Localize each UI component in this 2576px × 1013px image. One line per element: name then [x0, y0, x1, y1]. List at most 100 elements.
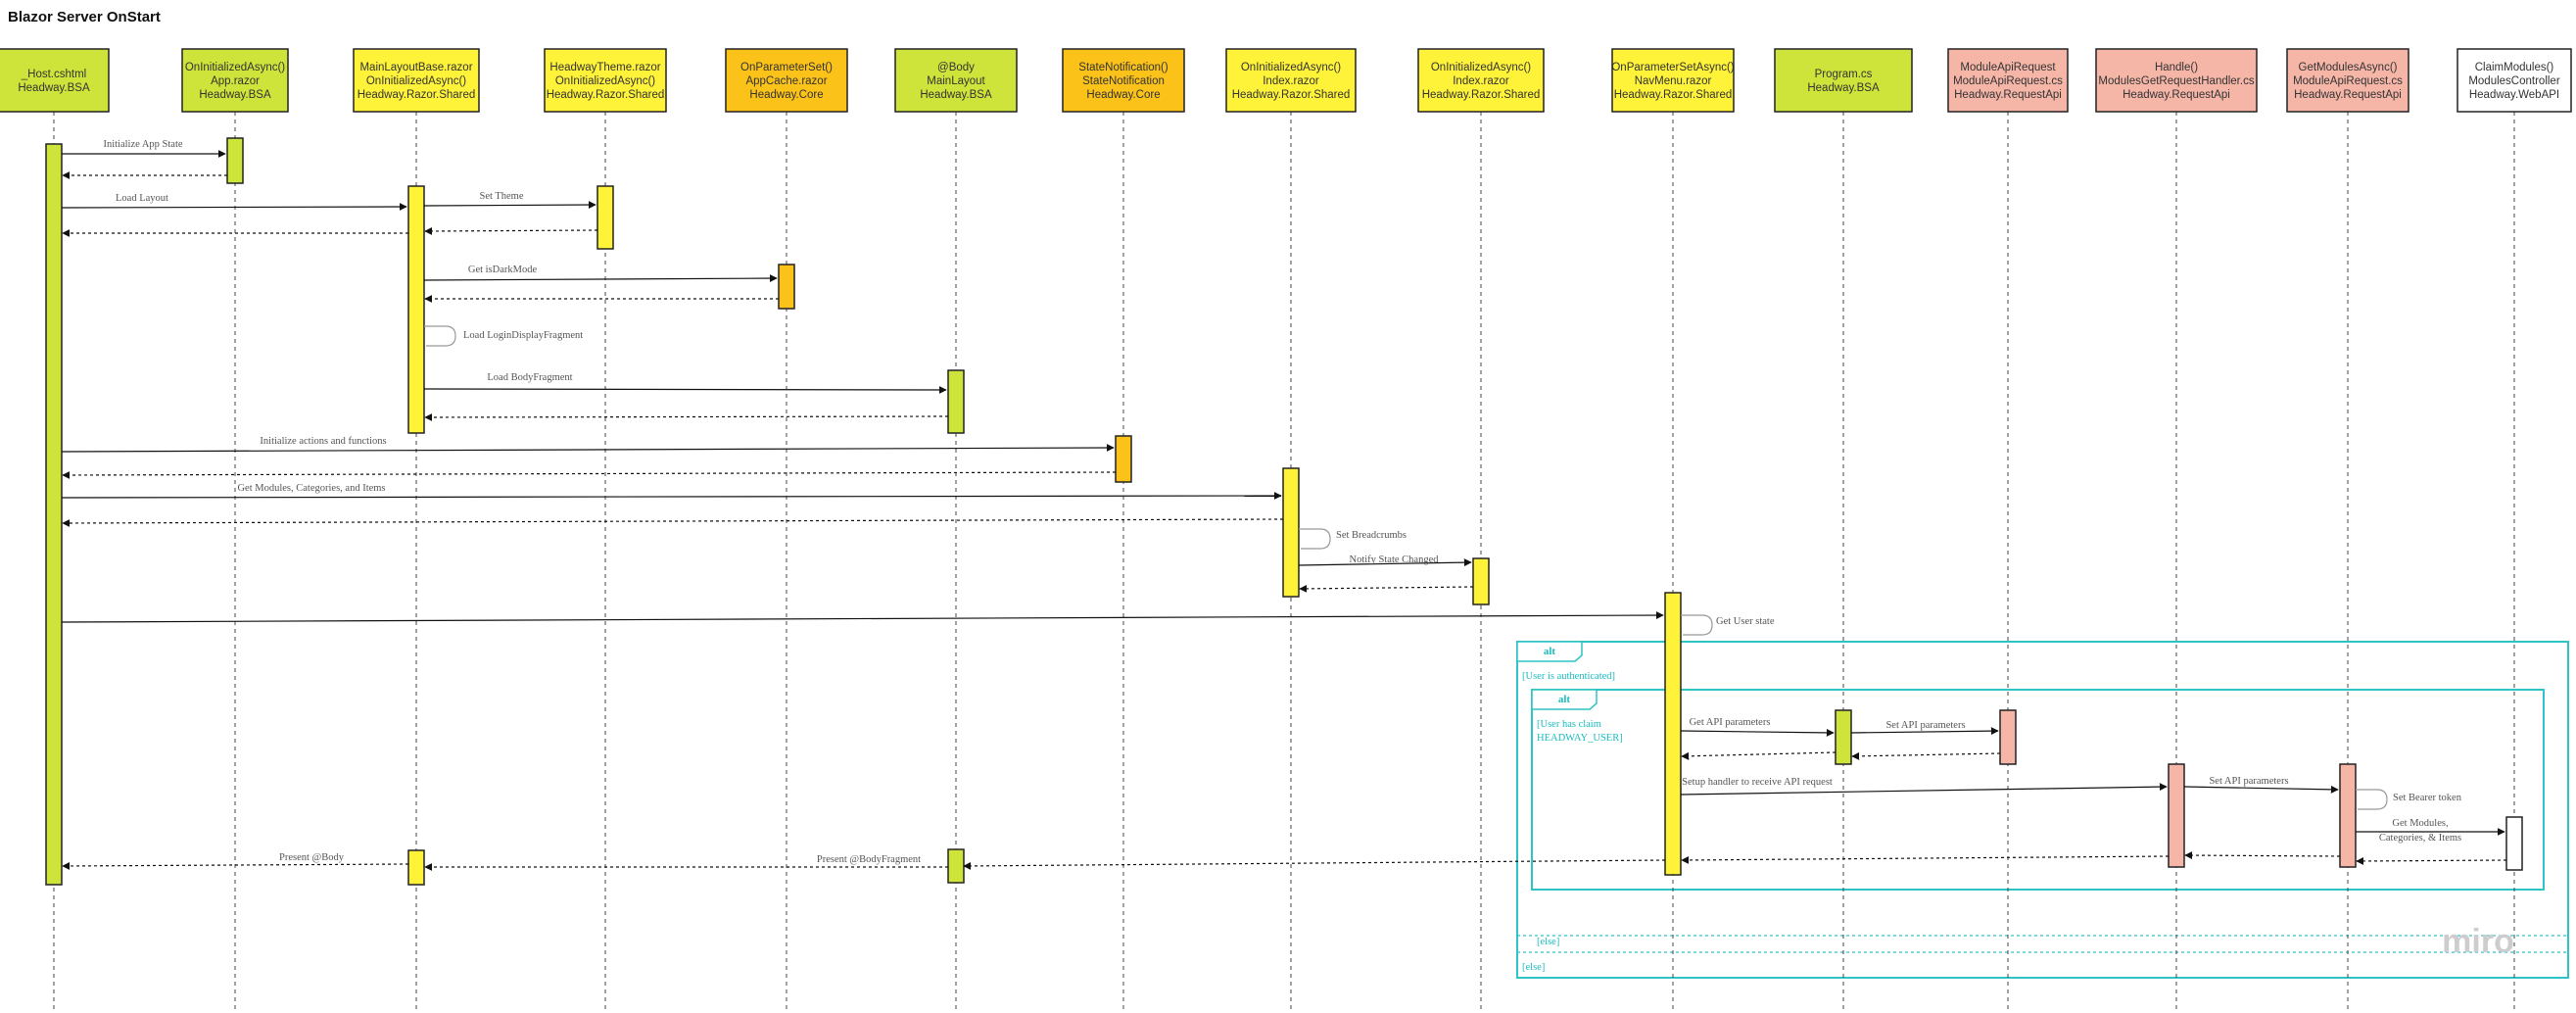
- activation-claim: [2505, 816, 2523, 871]
- participant-box-modreq: [1947, 48, 2069, 113]
- activation-host: [45, 143, 63, 886]
- participant-box-index2: [1417, 48, 1545, 113]
- participant-label-state-2: Headway.Core: [1086, 89, 1160, 101]
- return-arrow-9: [1299, 584, 1474, 593]
- message-label-2: Set Theme: [479, 191, 523, 202]
- activation-modreq: [1999, 709, 2017, 765]
- message-label-12: Set API parameters: [1885, 720, 1965, 731]
- return-arrow-7: [62, 518, 1284, 527]
- participant-box-claim: [2457, 48, 2572, 113]
- participant-box-theme: [544, 48, 667, 113]
- participant-box-handle: [2095, 48, 2258, 113]
- message-label-1: Load Layout: [116, 193, 168, 204]
- message-label-17: Present @Body: [279, 852, 345, 863]
- self-loop-8: [1299, 528, 1331, 550]
- participant-box-state: [1062, 48, 1185, 113]
- alt-operator-outer: alt: [1544, 646, 1556, 657]
- participant-box-cache: [725, 48, 848, 113]
- participant-label-theme-0: HeadwayTheme.razor: [549, 62, 660, 73]
- participant-label-claim-1: ModulesController: [2468, 75, 2559, 87]
- alt-frame-outer: [1516, 641, 2569, 979]
- participant-label-index2-0: OnInitializedAsync(): [1431, 62, 1531, 73]
- participant-label-app-2: Headway.BSA: [199, 89, 271, 101]
- alt-operator-box-outer: [1516, 641, 1583, 662]
- return-arrow-13: [1681, 855, 2170, 864]
- activation-prog: [1835, 709, 1852, 765]
- diagram-title: Blazor Server OnStart: [8, 9, 161, 25]
- message-arrow-1: [61, 203, 407, 212]
- participant-box-prog: [1774, 48, 1913, 113]
- message-label-11: Get API parameters: [1690, 717, 1771, 728]
- activation-bars: [45, 137, 2523, 886]
- message-label-3: Get isDarkMode: [468, 265, 538, 275]
- alt-guard-outer: [User is authenticated]: [1522, 671, 1615, 682]
- participant-label-nav-1: NavMenu.razor: [1635, 75, 1712, 87]
- participant-label-mlb-1: OnInitializedAsync(): [366, 75, 466, 87]
- participant-label-index2-1: Index.razor: [1453, 75, 1509, 87]
- message-arrow-12: [1850, 727, 1999, 736]
- message-arrow-6: [61, 444, 1115, 453]
- return-arrow-11: [1681, 751, 1837, 760]
- participant-label-prog-1: Headway.BSA: [1807, 82, 1880, 94]
- participant-box-mlb: [353, 48, 480, 113]
- participant-label-theme-2: Headway.Razor.Shared: [547, 89, 665, 101]
- participant-claim: ClaimModules()ModulesControllerHeadway.W…: [2457, 48, 2572, 113]
- activation-body: [947, 848, 965, 884]
- message-arrow-13: [1680, 783, 2168, 796]
- participant-getmod: GetModulesAsync() ModuleApiRequest.csHead…: [2286, 48, 2409, 113]
- message-label-0: Initialize App State: [103, 139, 182, 150]
- participant-label-nav-0: OnParameterSetAsync(): [1611, 62, 1734, 73]
- activation-body: [947, 369, 965, 434]
- message-label-9: Notify State Changed: [1350, 555, 1440, 565]
- participant-nav: OnParameterSetAsync()NavMenu.razorHeadwa…: [1611, 48, 1735, 113]
- return-arrow-2: [424, 226, 598, 235]
- participant-state: StateNotification()StateNotificationHead…: [1062, 48, 1185, 113]
- participant-label-body-2: Headway.BSA: [920, 89, 992, 101]
- alt-operator-inner: alt: [1558, 694, 1571, 705]
- participant-label-getmod-1: ModuleApiRequest.cs: [2293, 75, 2403, 87]
- self-loop-4: [424, 325, 456, 347]
- participant-cache: OnParameterSet()AppCache.razorHeadway.Co…: [725, 48, 848, 113]
- message-label-7: Get Modules, Categories, and Items: [237, 483, 385, 494]
- activation-cache: [778, 264, 795, 310]
- self-loop-10: [1681, 614, 1713, 636]
- participant-label-body-1: MainLayout: [927, 75, 985, 87]
- activation-state: [1115, 435, 1132, 483]
- activation-index1: [1282, 467, 1300, 598]
- message-label-18: Present @BodyFragment: [817, 854, 921, 865]
- return-arrow-6: [62, 470, 1117, 479]
- message-arrow-18: [963, 859, 1666, 870]
- participant-theme: HeadwayTheme.razorOnInitializedAsync()He…: [544, 48, 667, 113]
- participant-label-host-1: Headway.BSA: [18, 82, 90, 94]
- participant-label-index1-0: OnInitializedAsync(): [1241, 62, 1341, 73]
- alt-operator-box-inner: [1531, 689, 1598, 710]
- participant-label-getmod-0: GetModulesAsync(): [2299, 62, 2398, 73]
- message-label-16-line2: Categories, & Items: [2379, 833, 2461, 844]
- return-arrow-5: [424, 412, 949, 421]
- participant-label-handle-1: ModulesGetRequestHandler.cs: [2098, 75, 2254, 87]
- else-guard-outer: [else]: [1522, 962, 1545, 973]
- participant-label-getmod-2: Headway.RequestApi: [2294, 89, 2402, 101]
- participant-box-nav: [1611, 48, 1735, 113]
- message-arrow-3: [423, 274, 778, 283]
- message-arrow-7: [61, 492, 1282, 501]
- participant-index2: OnInitializedAsync()Index.razorHeadway.R…: [1417, 48, 1545, 113]
- self-loop-15: [2356, 789, 2388, 810]
- message-arrow-9: [1298, 558, 1472, 567]
- alt-guard-inner-line1: [User has claim: [1537, 719, 1601, 730]
- participant-label-modreq-2: Headway.RequestApi: [1954, 89, 2062, 101]
- message-label-8: Set Breadcrumbs: [1336, 530, 1407, 541]
- participant-mlb: MainLayoutBase.razorOnInitializedAsync()…: [353, 48, 480, 113]
- participant-box-getmod: [2286, 48, 2409, 113]
- return-arrow-14: [2184, 851, 2341, 860]
- message-arrow-nav-call: [61, 611, 1664, 623]
- message-arrow-17: [62, 861, 409, 870]
- message-label-4: Load LoginDisplayFragment: [463, 330, 583, 341]
- message-arrow-11: [1680, 728, 1835, 737]
